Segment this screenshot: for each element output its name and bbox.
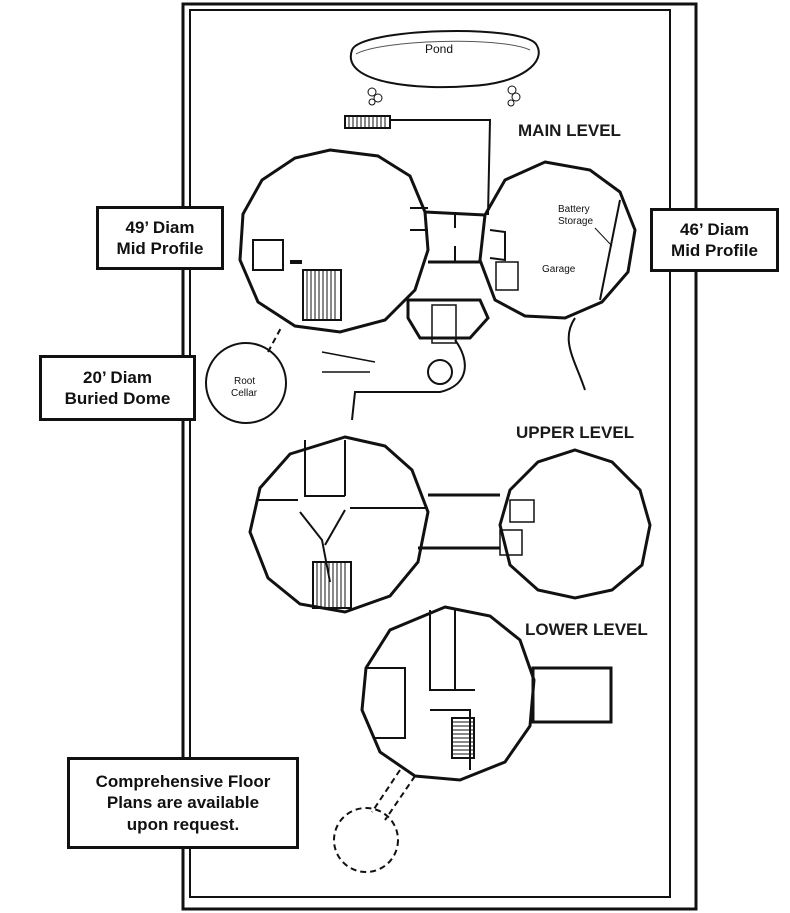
dome-46-upper (498, 448, 652, 600)
inner-frame (189, 9, 671, 898)
note-line1: Comprehensive Floor (95, 772, 271, 792)
pond-label: Pond (425, 42, 453, 56)
note-line2: Plans are available (106, 793, 260, 813)
upper-level-title: UPPER LEVEL (516, 423, 634, 442)
callout-46-line2: Mid Profile (671, 241, 758, 260)
floor-plan-note: Comprehensive Floor Plans are available … (67, 757, 299, 849)
root-cellar-label-1: Root (234, 376, 255, 387)
dome-49-main (238, 148, 430, 334)
dome-49-upper (248, 435, 430, 614)
upper-level-plan (248, 435, 652, 614)
lower-level-plan (333, 605, 613, 873)
main-level-plan (205, 115, 637, 424)
root-cellar-dome (205, 342, 287, 424)
callout-49-line1: 49’ Diam (125, 217, 195, 237)
battery-storage-label-1: Battery (558, 204, 590, 215)
callout-20-line1: 20’ Diam (83, 367, 152, 387)
callout-46-diam: 46’ Diam Mid Profile (650, 208, 779, 272)
callout-49-diam: 49’ Diam Mid Profile (96, 206, 224, 270)
lower-level-title: LOWER LEVEL (525, 620, 648, 639)
root-cellar-label-2: Cellar (231, 388, 258, 399)
note-line3: upon request. (126, 814, 240, 834)
pond: Pond (349, 30, 540, 107)
garage-label: Garage (542, 264, 576, 275)
battery-storage-label-2: Storage (558, 216, 593, 227)
callout-46-line1: 46’ Diam (680, 219, 749, 239)
callout-49-line2: Mid Profile (116, 239, 204, 258)
main-level-title: MAIN LEVEL (518, 121, 621, 140)
callout-20-line2: Buried Dome (64, 389, 171, 408)
callout-20-diam: 20’ Diam Buried Dome (39, 355, 196, 421)
